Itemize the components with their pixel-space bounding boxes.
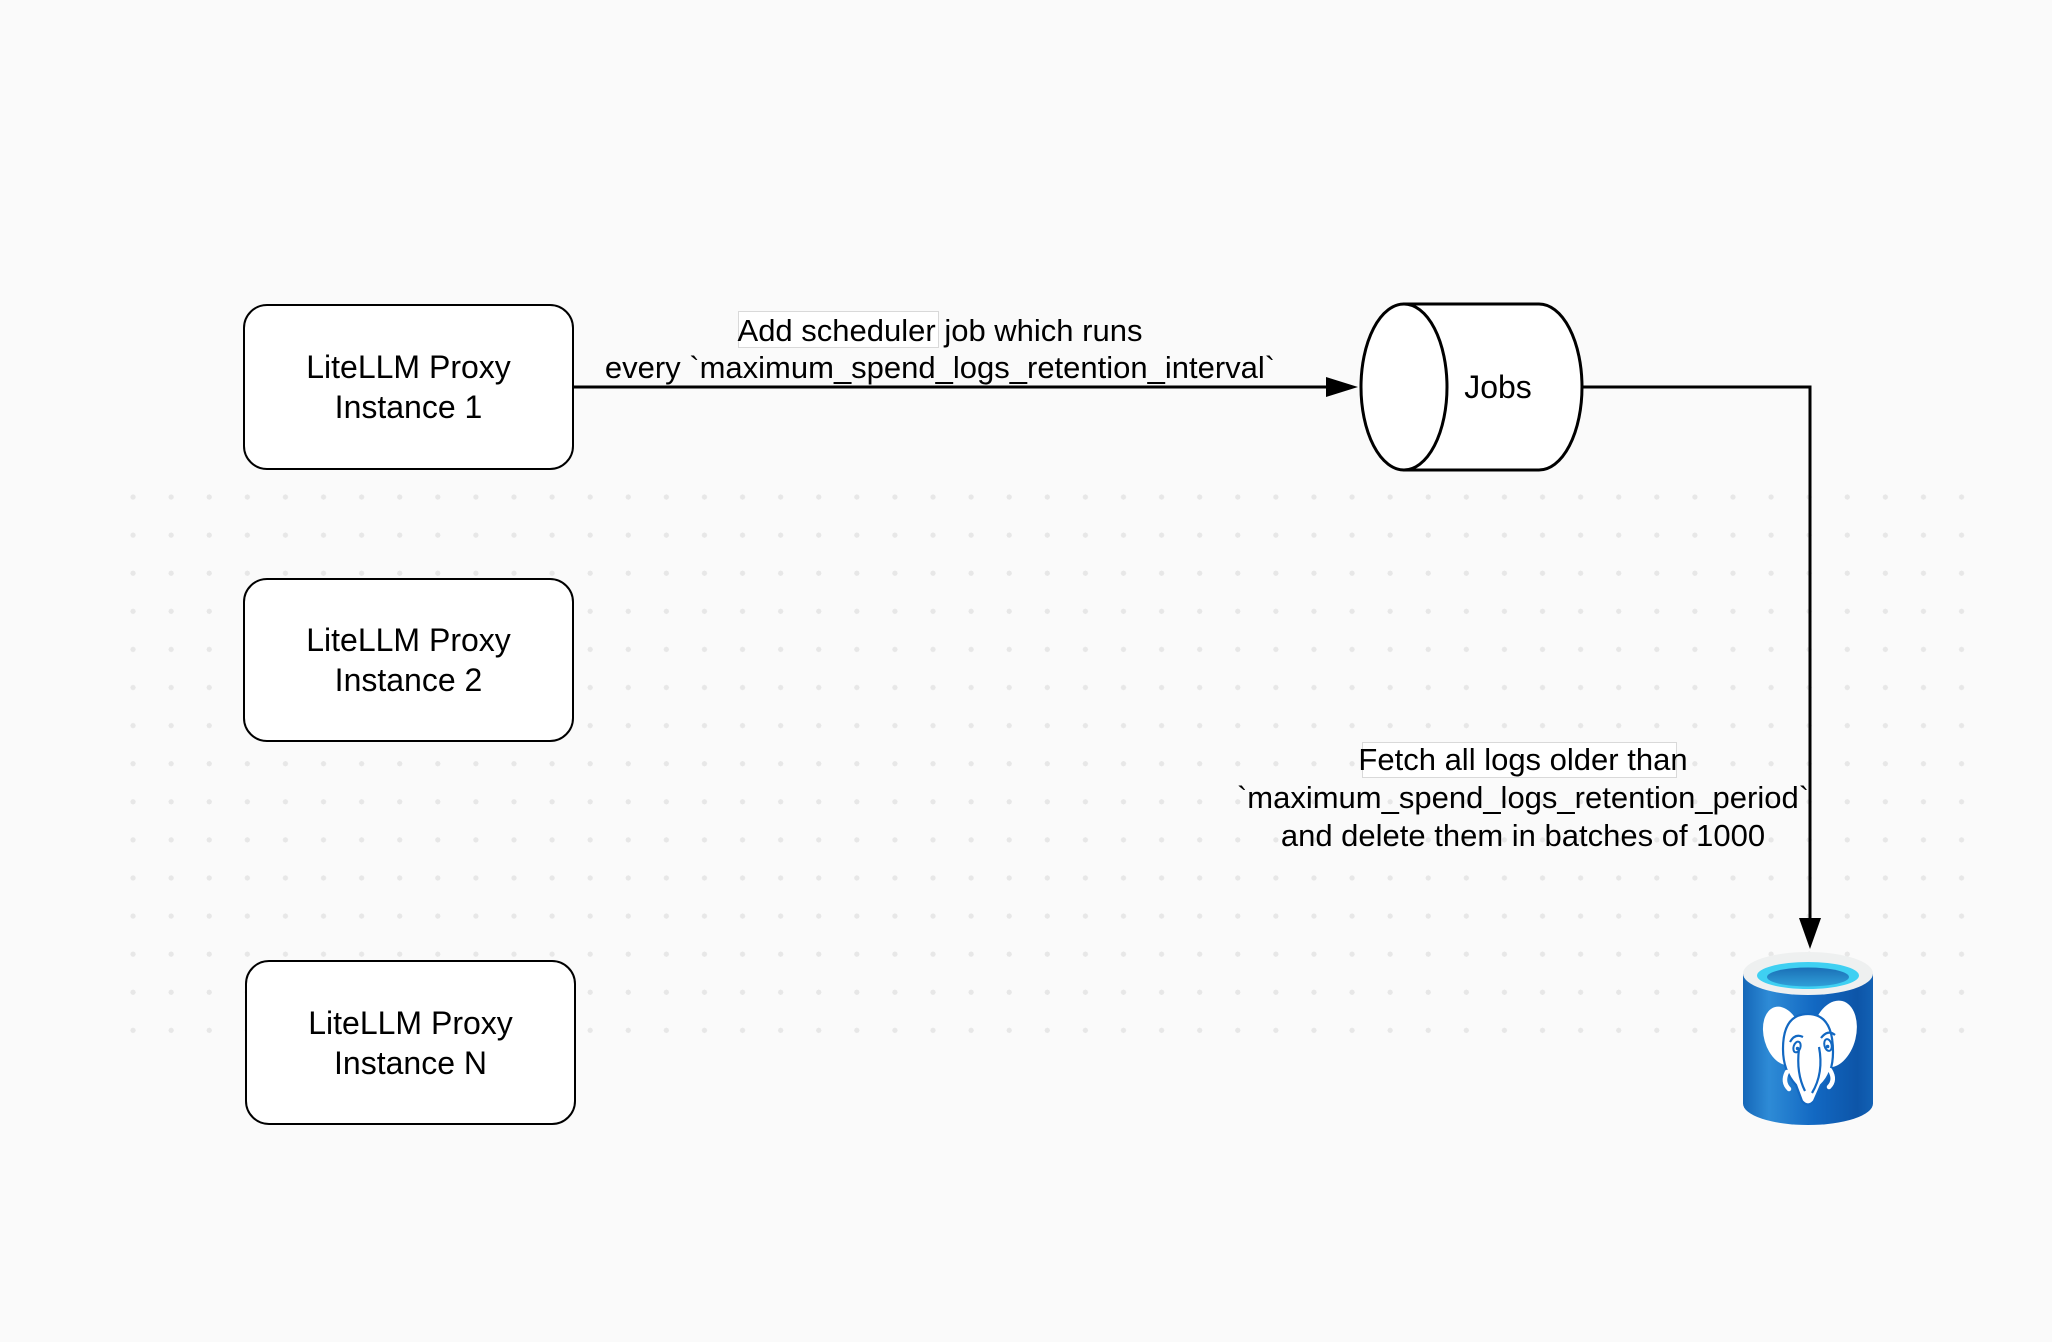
node-litellm-proxy-instance-n: LiteLLM Proxy Instance N [245,960,576,1125]
node-jobs-label: Jobs [1464,369,1532,405]
edge-label-fetch-delete: Fetch all logs older than `maximum_spend… [1236,742,1810,853]
postgres-elephant-glyph [1762,1000,1857,1106]
node-litellm-proxy-instance-2: LiteLLM Proxy Instance 2 [243,578,574,742]
postgresql-database-icon [1743,952,1873,1125]
edge-schedule-job [574,377,1358,397]
arrowhead-into-jobs [1326,377,1358,397]
jobs-cylinder-shape [1359,302,1584,472]
arrowhead-into-postgres [1799,918,1821,949]
label-background [738,311,939,348]
edge-fetch-delete [1582,385,1821,949]
label-background [1362,742,1677,778]
node-litellm-proxy-instance-1: LiteLLM Proxy Instance 1 [243,304,574,470]
edge-label-scheduler-job: Add scheduler job which runs every `maxi… [604,313,1276,385]
